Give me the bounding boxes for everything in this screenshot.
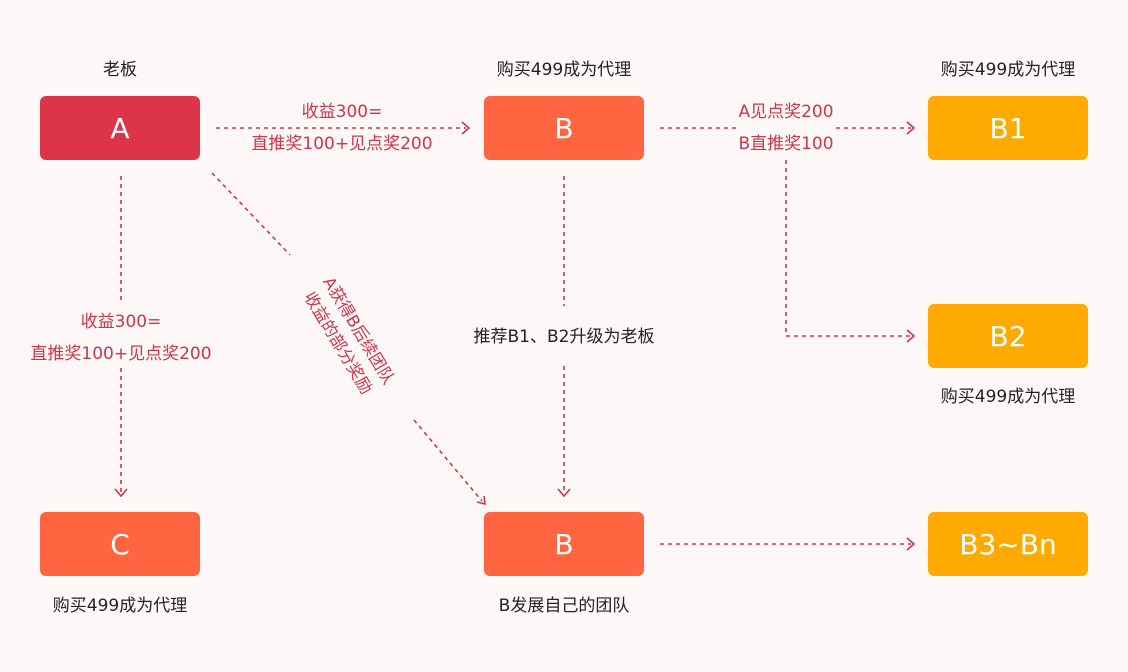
node-b2-caption: 购买499成为代理 — [940, 387, 1076, 407]
node-c-label: C — [110, 527, 130, 561]
node-b1-caption: 购买499成为代理 — [940, 60, 1076, 80]
arrowhead-b-bottom-to-b3-bn — [906, 537, 916, 551]
node-a: A — [40, 96, 200, 160]
edge-a-to-b-line2: 直推奖100+见点奖200 — [251, 134, 433, 154]
node-b-top-caption: 购买499成为代理 — [496, 60, 632, 80]
node-b-top: B — [484, 96, 644, 160]
arrowhead-a-to-b — [461, 121, 471, 135]
node-b1-label: B1 — [989, 111, 1027, 145]
arrowhead-b-to-b-bottom — [557, 488, 571, 498]
node-b-top-label: B — [554, 111, 574, 145]
arrow-a-to-b-bottom-lower — [413, 419, 483, 502]
node-b3-bn: B3~Bn — [928, 512, 1088, 576]
arrowhead-a-to-b-bottom — [476, 495, 486, 506]
arrowhead-a-to-c — [114, 488, 128, 498]
arrow-a-to-b-bottom — [211, 172, 291, 256]
edge-a-to-b-line1: 收益300= — [301, 102, 383, 122]
edge-b-to-b1-label: A见点奖200 B直推奖100 — [738, 96, 834, 160]
node-b-bottom: B — [484, 512, 644, 576]
node-c-caption: 购买499成为代理 — [52, 596, 188, 616]
node-a-caption: 老板 — [103, 60, 137, 80]
edge-a-to-b-label: 收益300= 直推奖100+见点奖200 — [251, 96, 432, 160]
node-b-bottom-label: B — [554, 527, 574, 561]
node-a-label: A — [110, 111, 130, 145]
arrow-b-to-b2 — [785, 160, 911, 337]
node-b1: B1 — [928, 96, 1088, 160]
node-b2: B2 — [928, 304, 1088, 368]
node-c: C — [40, 512, 200, 576]
edge-b-to-b-bottom-label: 推荐B1、B2升级为老板 — [473, 327, 655, 347]
node-b-bottom-caption: B发展自己的团队 — [498, 596, 630, 616]
node-b3-bn-label: B3~Bn — [959, 527, 1057, 561]
edge-a-to-c-label: 收益300= 直推奖100+见点奖200 — [30, 306, 211, 370]
arrowhead-b-to-b1 — [906, 121, 916, 135]
node-b2-label: B2 — [989, 319, 1027, 353]
edge-b-to-b1-line1: A见点奖200 — [738, 102, 834, 122]
edge-a-to-c-line1: 收益300= — [80, 312, 162, 332]
edge-b-to-b1-line2: B直推奖100 — [738, 134, 834, 154]
arrowhead-b-to-b2 — [906, 329, 916, 343]
edge-a-to-c-line2: 直推奖100+见点奖200 — [30, 344, 212, 364]
